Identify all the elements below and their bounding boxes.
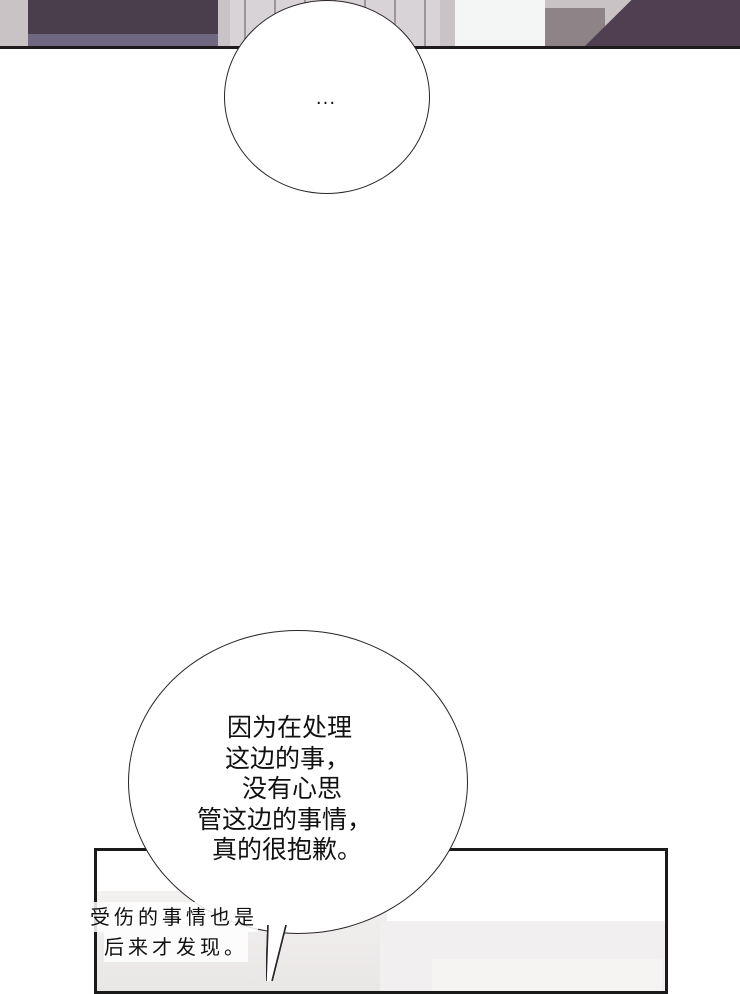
speech-bubble-ellipsis	[224, 0, 430, 194]
dialogue-line: 管这边的事情，	[197, 804, 373, 834]
dialogue-line: 没有心思	[242, 774, 343, 803]
narration-line: 后来才发现。	[104, 932, 248, 962]
speech-bubble-apology-text: 因为在处理 这边的事， 没有心思 管这边的事情， 真的很抱歉。	[128, 713, 466, 866]
speech-bubble-tail	[266, 925, 287, 981]
dialogue-line: 真的很抱歉。	[212, 835, 363, 864]
room-counter	[432, 959, 662, 991]
dialogue-line: 这边的事，	[225, 743, 351, 773]
figure-right-clothing	[585, 0, 740, 46]
narration-line: 受伤的事情也是	[90, 902, 258, 932]
speech-bubble-apology	[128, 630, 468, 934]
figure-left-shadow	[28, 34, 218, 46]
bright-window	[455, 0, 545, 46]
dialogue-line: 因为在处理	[227, 713, 353, 742]
narration-text: 受伤的事情也是 后来才发现。	[90, 902, 258, 962]
speech-bubble-ellipsis-text: ...	[315, 88, 337, 109]
